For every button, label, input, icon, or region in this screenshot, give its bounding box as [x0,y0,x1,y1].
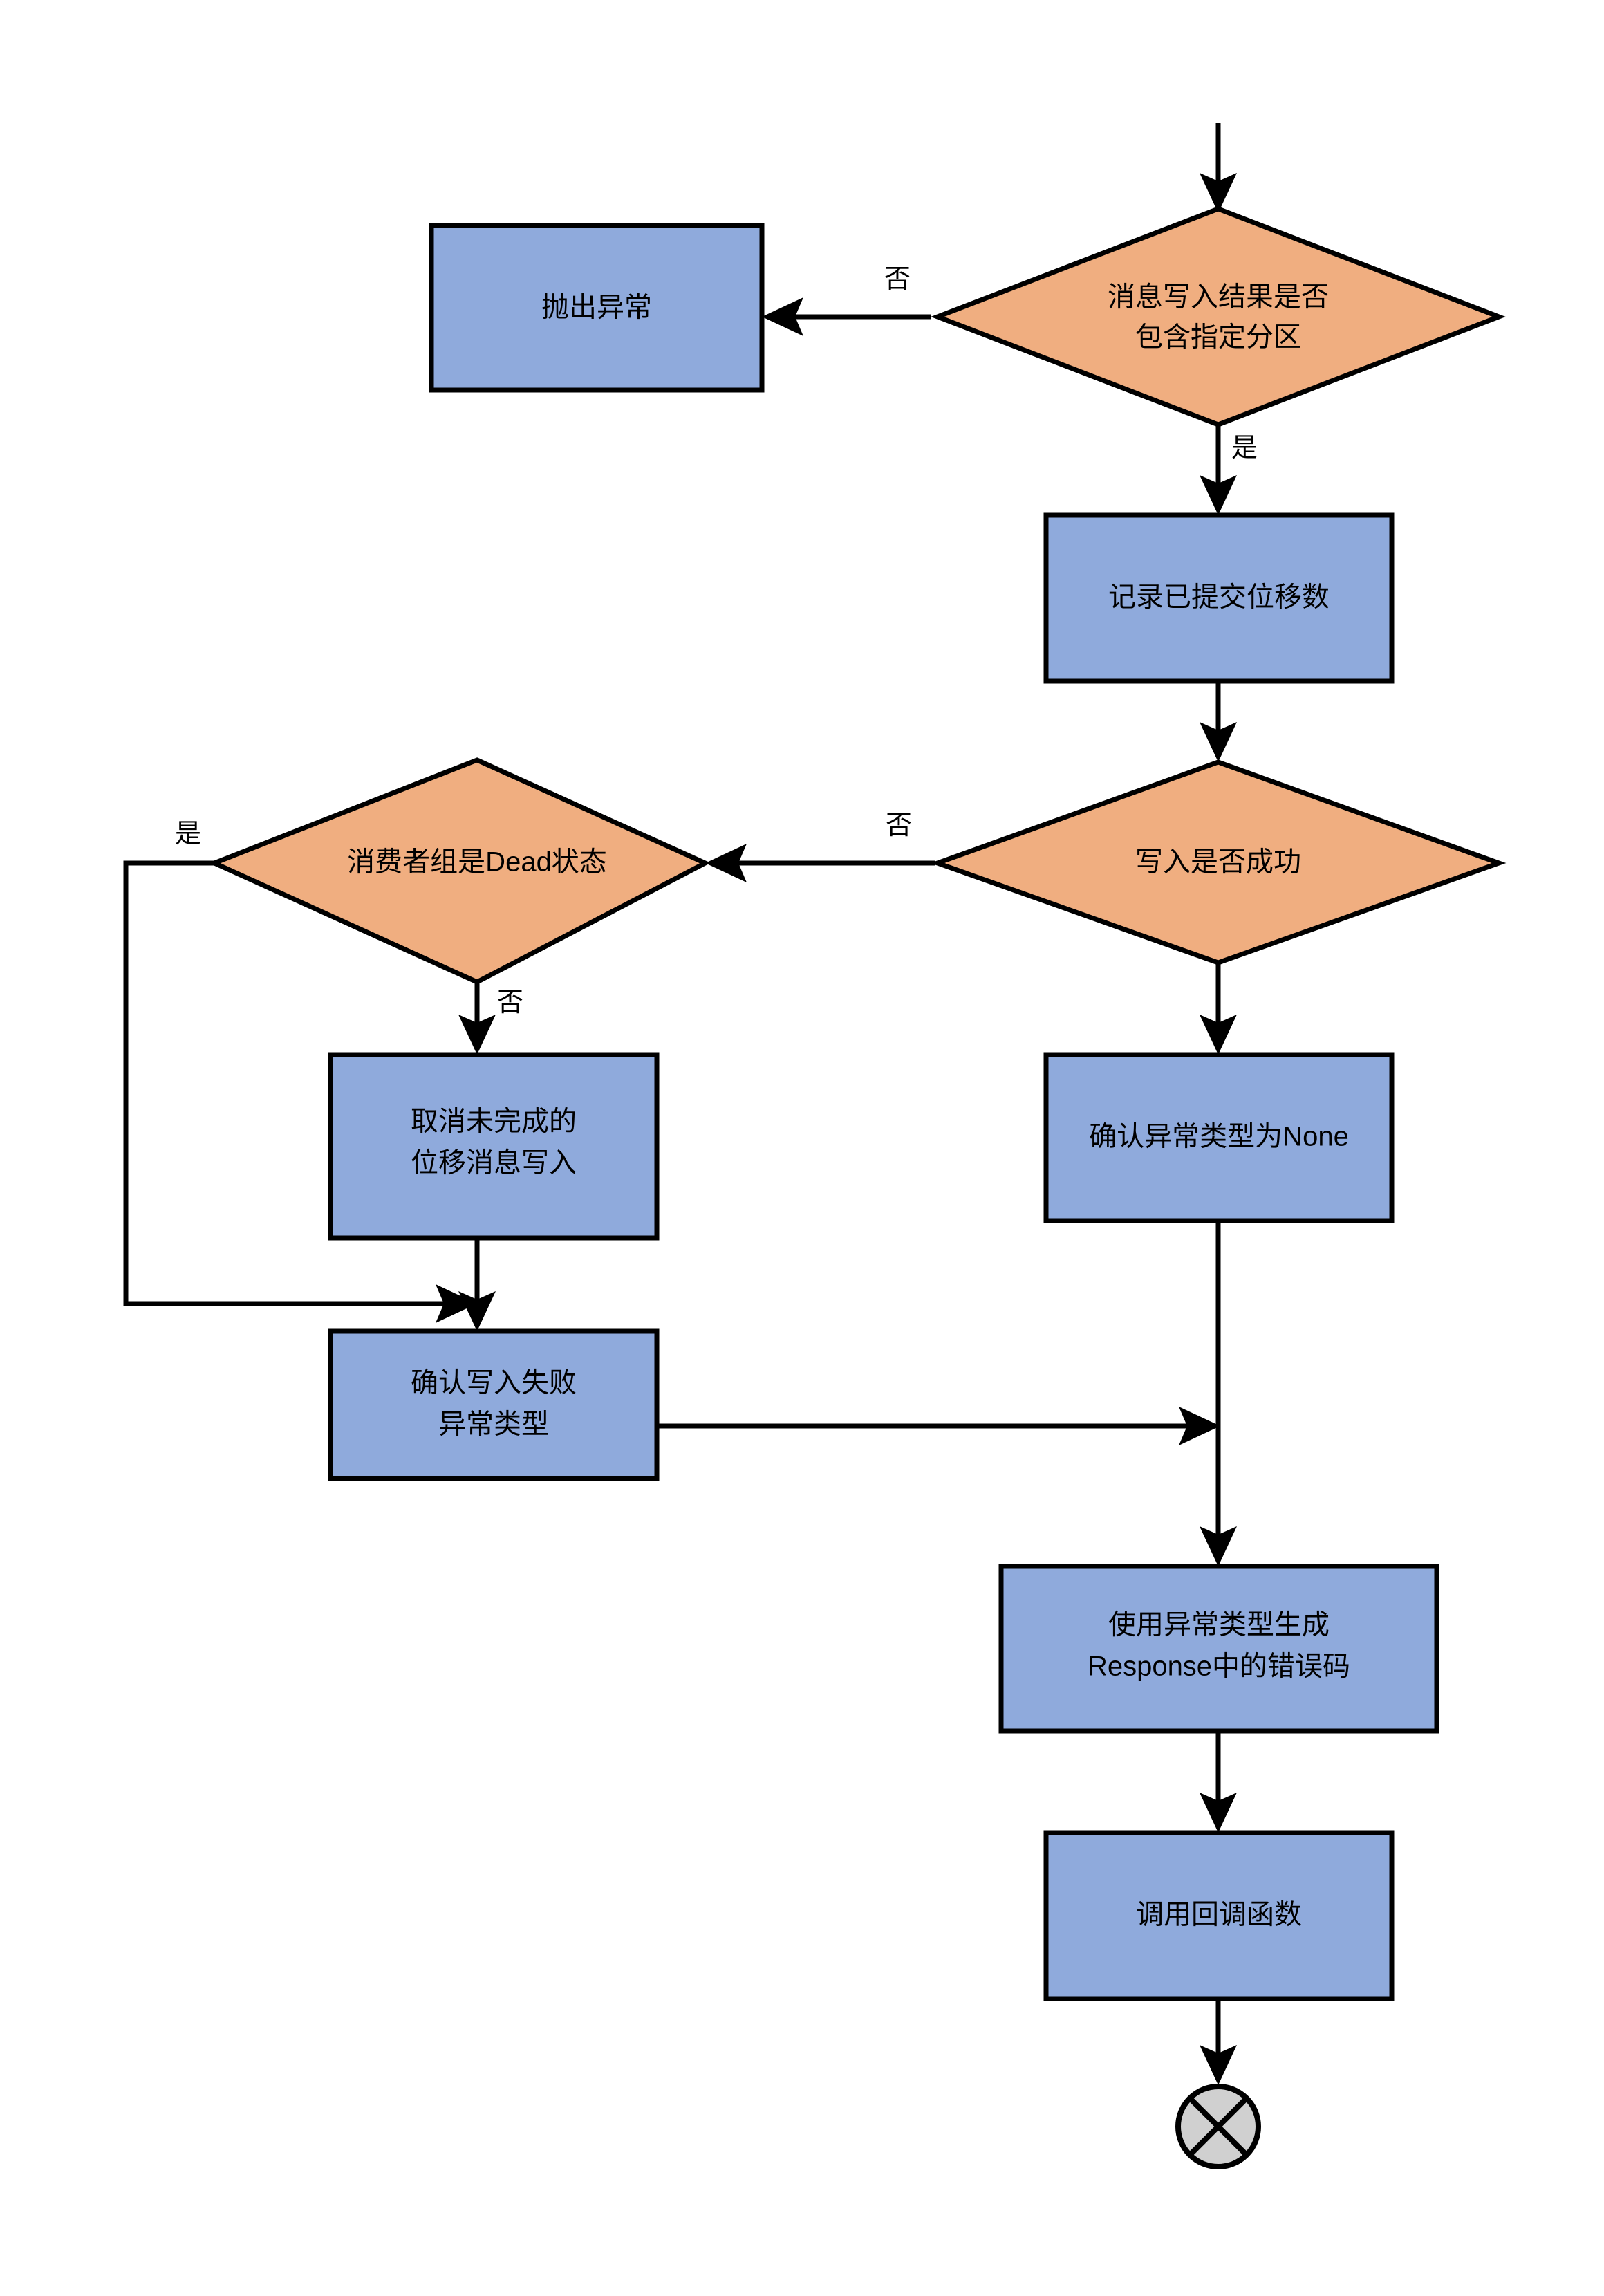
node-invoke-callback-label: 调用回调函数 [1136,1900,1302,1930]
edge-group-dead-no-to-cancel-pending [458,982,496,1055]
node-throw-exception[interactable]: 抛出异常 [429,223,765,393]
node-generate-error-code[interactable]: 使用异常类型生成 Response中的错误码 [998,1564,1439,1734]
node-confirm-write-failure-type[interactable]: 确认写入失败 异常类型 [328,1328,660,1481]
node-confirm-write-failure-type-line2: 异常类型 [438,1409,549,1440]
node-cancel-pending-write-line2: 位移消息写入 [411,1148,577,1178]
edge-label-partition-yes: 是 [1231,434,1258,463]
node-confirm-exception-none[interactable]: 确认异常类型为None [1043,1052,1395,1223]
edge-label-group-dead-yes: 是 [175,820,201,849]
node-record-offset[interactable]: 记录已提交位移数 [1043,512,1395,684]
node-decision-write-success-label: 写入是否成功 [1135,847,1301,878]
node-record-offset-label: 记录已提交位移数 [1108,582,1330,613]
edge-group-dead-yes-to-join [123,860,477,1323]
node-decision-partition-line1: 消息写入结果是否 [1108,282,1329,313]
node-decision-group-dead[interactable]: 消费者组是Dead状态 [208,757,711,985]
edge-generate-error-code-to-invoke-callback [1200,1731,1237,1833]
edge-label-partition-no: 否 [884,265,911,294]
edge-write-success-no-to-group-dead [705,844,935,882]
edge-cancel-pending-to-confirm-failure [458,1238,496,1331]
edge-confirm-failure-to-spine [657,1407,1220,1445]
node-invoke-callback[interactable]: 调用回调函数 [1043,1830,1395,2001]
edge-confirm-none-to-generate-error-code [1200,1221,1237,1566]
edge-record-offset-to-write-success [1200,681,1237,762]
edge-partition-no-to-throw-exception [762,297,931,336]
node-decision-partition[interactable]: 消息写入结果是否 包含指定分区 [931,206,1506,427]
edge-label-write-success-no: 否 [886,811,912,840]
node-confirm-exception-none-label: 确认异常类型为None [1089,1122,1349,1152]
node-decision-write-success[interactable]: 写入是否成功 [930,759,1507,965]
node-decision-group-dead-label: 消费者组是Dead状态 [347,847,607,878]
edge-partition-yes-to-record-offset [1200,425,1237,515]
node-cancel-pending-write-line1: 取消未完成的 [411,1107,577,1137]
node-confirm-write-failure-type-line1: 确认写入失败 [411,1368,577,1398]
edge-label-group-dead-no: 否 [497,988,523,1017]
edge-invoke-callback-to-end [1200,1999,1237,2085]
node-end-terminator[interactable] [1175,2084,1261,2169]
node-generate-error-code-line2: Response中的错误码 [1088,1651,1350,1682]
edge-entry-to-decision-partition [1200,123,1237,213]
node-cancel-pending-write[interactable]: 取消未完成的 位移消息写入 [328,1052,660,1241]
edge-write-success-to-confirm-none [1200,963,1237,1055]
node-throw-exception-label: 抛出异常 [541,293,652,323]
node-generate-error-code-line1: 使用异常类型生成 [1108,1610,1330,1640]
node-decision-partition-line2: 包含指定分区 [1135,322,1301,353]
